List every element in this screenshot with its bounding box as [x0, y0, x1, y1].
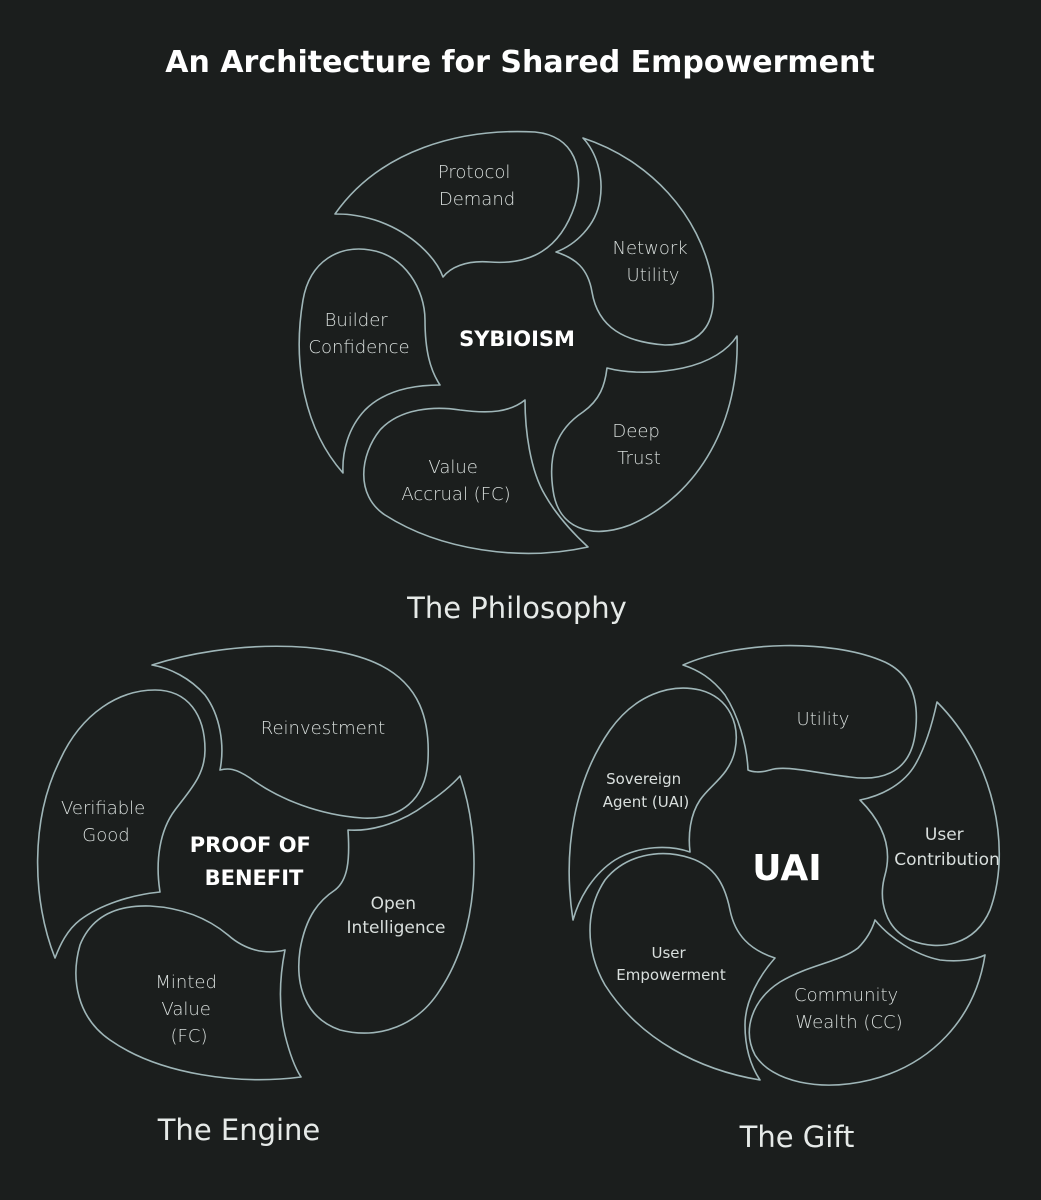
diagram-title: An Architecture for Shared Empowerment — [165, 45, 874, 80]
philosophy-petal-network-utility — [555, 137, 715, 346]
gift-label-community-wealth: Community Wealth (CC) — [794, 985, 904, 1033]
philosophy-label-protocol-demand: Protocol Demand — [438, 162, 516, 210]
philosophy-label-network-utility: Network Utility — [613, 238, 694, 286]
philosophy-label-value-accrual: Value Accrual (FC) — [401, 457, 510, 505]
philosophy-label-builder-confidence: Builder Confidence — [308, 310, 409, 358]
gift-petal-utility — [682, 644, 918, 779]
gift-label-user-empowerment: User Empowerment — [616, 944, 726, 984]
gift-petal-user-empowerment — [589, 852, 776, 1081]
engine-label-minted-value: Minted Value (FC) — [155, 972, 222, 1047]
engine-label-open-intelligence: Open Intelligence — [347, 894, 446, 938]
gift-wheel: Utility User Contribution Community Weal… — [568, 644, 1000, 1086]
engine-petal-minted-value — [75, 905, 302, 1081]
gift-label-sovereign-agent: Sovereign Agent (UAI) — [603, 770, 690, 811]
gift-petal-community-wealth — [748, 919, 986, 1086]
philosophy-petal-builder-confidence — [298, 248, 441, 474]
engine-petal-verifiable-good — [36, 689, 206, 959]
engine-label-reinvestment: Reinvestment — [261, 718, 385, 739]
engine-petal-open-intelligence — [298, 775, 475, 1034]
gift-label-utility: Utility — [797, 709, 850, 730]
engine-caption: The Engine — [157, 1113, 321, 1147]
engine-wheel: Reinvestment Open Intelligence Minted Va… — [36, 645, 475, 1081]
philosophy-petal-value-accrual — [363, 399, 589, 555]
philosophy-center-label: SYBIOISM — [459, 327, 575, 351]
gift-center-label: UAI — [752, 848, 821, 889]
philosophy-petal-deep-trust — [550, 335, 738, 533]
philosophy-label-deep-trust: Deep Trust — [612, 421, 665, 469]
gift-label-user-contribution: User Contribution — [894, 825, 1000, 870]
gift-petal-user-contribution — [859, 701, 1000, 947]
gift-caption: The Gift — [739, 1120, 855, 1154]
gift-petal-sovereign-agent — [568, 687, 737, 921]
philosophy-petal-protocol-demand — [334, 130, 580, 278]
engine-label-verifiable-good: Verifiable Good — [61, 798, 151, 846]
engine-petal-reinvestment — [151, 645, 430, 819]
philosophy-wheel: Protocol Demand Network Utility Deep Tru… — [298, 130, 738, 555]
engine-center-label: PROOF OF BENEFIT — [190, 833, 318, 890]
philosophy-caption: The Philosophy — [406, 591, 627, 625]
